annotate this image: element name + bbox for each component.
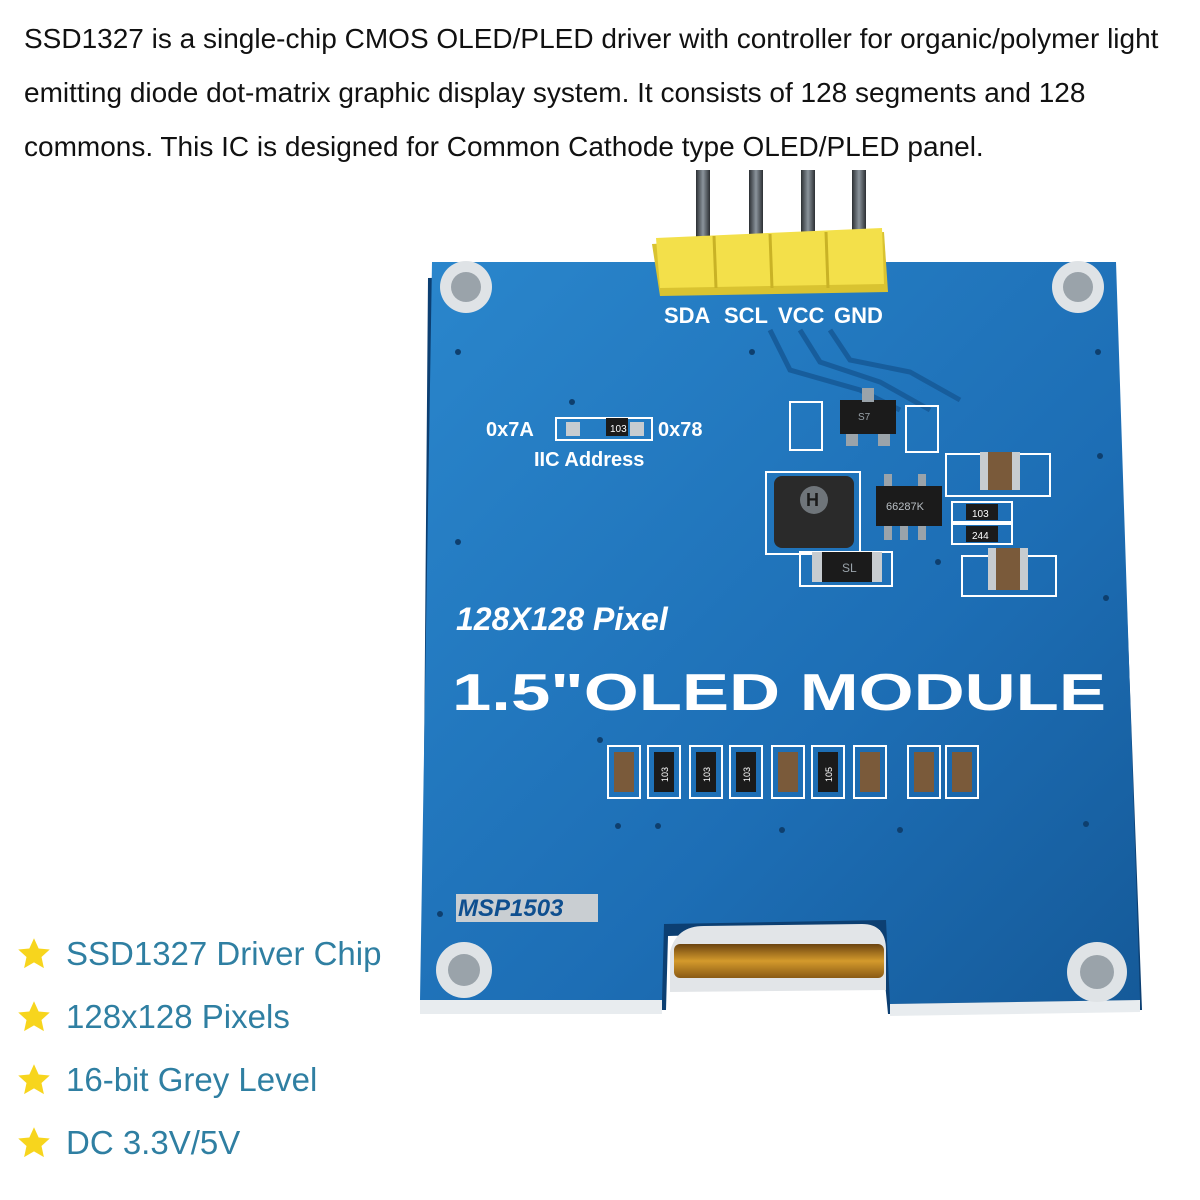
pin-header	[652, 170, 888, 296]
pin-label-sda: SDA	[664, 303, 711, 328]
capacitor-pad	[789, 401, 823, 451]
feature-list: SSD1327 Driver Chip 128x128 Pixels 16-bi…	[16, 922, 381, 1174]
pin-label-gnd: GND	[834, 303, 883, 328]
vias	[437, 349, 1109, 917]
resistor-marking-top: 103	[972, 509, 989, 520]
star-icon	[18, 1000, 50, 1031]
address-resistor: 103	[555, 417, 653, 441]
pixel-title: 128X128 Pixel	[456, 601, 669, 637]
transistor: S7	[840, 388, 896, 446]
pin-label-scl: SCL	[724, 303, 768, 328]
inductor: H	[765, 471, 861, 555]
diode: SL	[799, 551, 893, 587]
capacitor	[945, 452, 1051, 497]
row-resistor-marking: 103	[660, 767, 670, 782]
mounting-hole	[1052, 261, 1104, 313]
mounting-hole	[1067, 942, 1127, 1002]
addr-left-label: 0x7A	[486, 419, 534, 441]
mounting-hole	[436, 942, 492, 998]
feature-text: 16-bit Grey Level	[66, 1060, 318, 1098]
description-text: SSD1327 is a single-chip CMOS OLED/PLED …	[24, 23, 1159, 162]
row-resistor-marking: 103	[702, 767, 712, 782]
feature-item: SSD1327 Driver Chip	[16, 922, 381, 985]
star-icon	[18, 937, 50, 968]
addr-right-label: 0x78	[658, 419, 703, 441]
addr-caption: IIC Address	[534, 449, 644, 471]
feature-text: 128x128 Pixels	[66, 997, 290, 1035]
capacitor-pad	[905, 405, 939, 453]
pin-label-vcc: VCC	[778, 303, 825, 328]
capacitor	[961, 548, 1057, 597]
model-text: MSP1503	[458, 895, 564, 922]
resistor: 244	[951, 523, 1013, 545]
transistor-marking: S7	[858, 412, 871, 423]
pcb-board	[420, 262, 1142, 1016]
row-resistor-marking: 105	[824, 767, 834, 782]
feature-text: DC 3.3V/5V	[66, 1123, 241, 1161]
star-icon	[18, 1126, 50, 1157]
feature-text: SSD1327 Driver Chip	[66, 934, 382, 972]
module-title: 1.5"OLED MODULE	[452, 664, 1106, 722]
resistor-marking-bottom: 244	[972, 531, 989, 542]
mounting-hole	[440, 261, 492, 313]
feature-item: DC 3.3V/5V	[16, 1111, 381, 1174]
addr-resistor-marking: 103	[610, 424, 627, 435]
feature-item: 16-bit Grey Level	[16, 1048, 381, 1111]
ic-marking: 66287K	[886, 501, 925, 513]
flex-cable	[670, 924, 886, 992]
feature-item: 128x128 Pixels	[16, 985, 381, 1048]
row-resistor-marking: 103	[742, 767, 752, 782]
model-label: MSP1503	[456, 894, 598, 922]
regulator-ic: 66287K	[876, 474, 942, 540]
star-icon	[18, 1063, 50, 1094]
component-row: 103 103 103 105	[607, 745, 979, 799]
diode-marking: SL	[842, 561, 857, 575]
svg-text:H: H	[806, 490, 819, 510]
resistor: 103	[951, 501, 1013, 523]
